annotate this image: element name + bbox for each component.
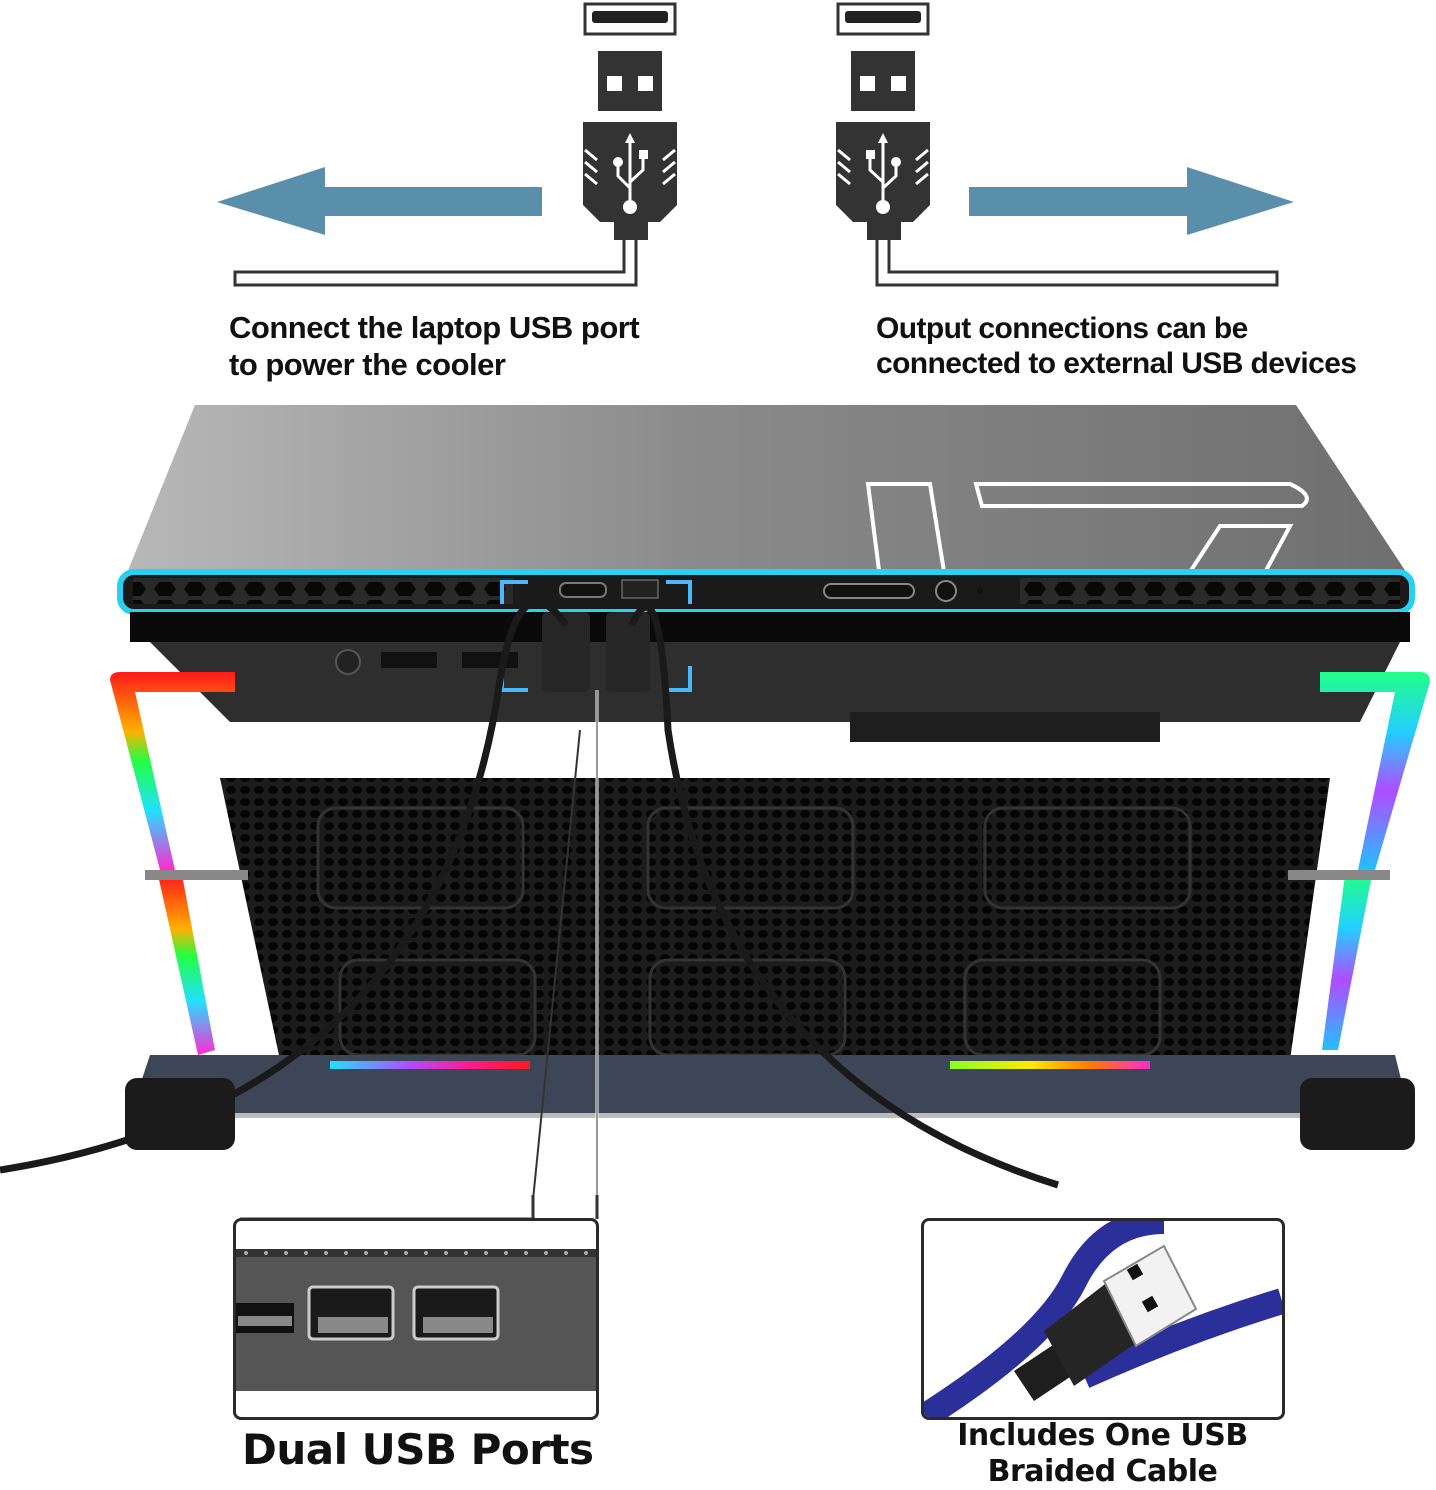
rgb-leg-left: [110, 672, 235, 870]
caption-line: Output connections can be: [876, 312, 1248, 345]
cooling-stand-illustration: [0, 405, 1430, 1200]
arrow-left-icon: [217, 167, 542, 235]
hdmi-port-icon: [559, 582, 607, 598]
dual-usb-ports-label: Dual USB Ports: [242, 1425, 594, 1474]
fan-mesh-panel: [220, 778, 1330, 1060]
usb-cable-icon: [924, 1221, 1282, 1417]
arrow-right-icon: [969, 167, 1294, 235]
caption-line: Braided Cable: [987, 1454, 1218, 1489]
usb-plug-icon-left: [233, 2, 677, 287]
caption-line: to power the cooler: [229, 346, 506, 382]
caption-line: Connect the laptop USB port: [229, 310, 640, 345]
usb-port-icon: [236, 1249, 596, 1391]
ethernet-port-icon: [621, 579, 659, 599]
card-slot-icon: [823, 583, 915, 599]
caption-output-connections: Output connections can be connected to e…: [876, 311, 1357, 382]
caption-line: Includes One USB: [957, 1418, 1248, 1453]
usb-cable-right: [628, 603, 1060, 1189]
braided-cable-label: Includes One USB Braided Cable: [920, 1418, 1285, 1490]
rgb-strip-left: [330, 1061, 530, 1069]
usb-connection-diagram: [217, 2, 1294, 287]
caption-line: connected to external USB devices: [876, 347, 1357, 381]
stand-foot-right: [1300, 1078, 1415, 1150]
power-jack-icon: [935, 580, 957, 602]
caption-power-cooler: Connect the laptop USB port to power the…: [229, 310, 640, 383]
rgb-strip-right: [950, 1061, 1150, 1069]
usb-plug-icon-right: [836, 2, 1279, 287]
dual-usb-ports-inset: [233, 1218, 599, 1420]
braided-cable-inset: [921, 1218, 1285, 1420]
usb-cable-left: [0, 598, 569, 1174]
laptop-lid: [125, 405, 1410, 578]
rgb-leg-right: [1320, 672, 1430, 870]
stand-foot-left: [125, 1078, 235, 1150]
